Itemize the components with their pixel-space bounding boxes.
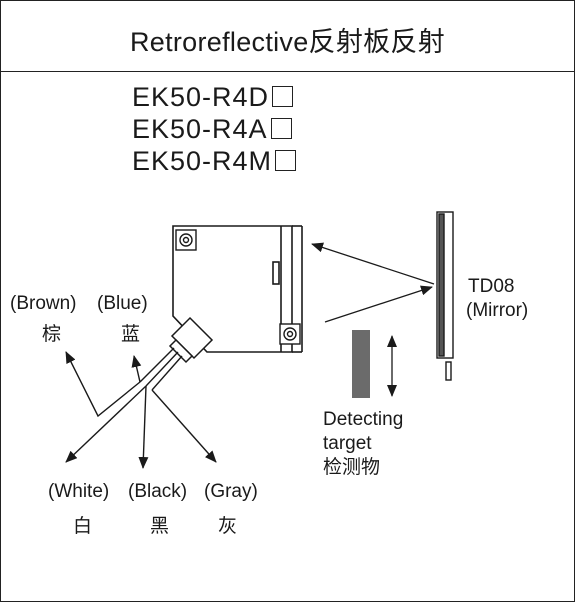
target-label-cn: 检测物: [323, 457, 381, 478]
screw-top-icon: [175, 229, 197, 251]
suffix-box-icon: [270, 118, 292, 139]
sensor-body: [172, 225, 303, 353]
diagram-title: Retroreflective反射板反射: [129, 27, 446, 57]
wire-label-white: (White): [48, 481, 110, 502]
wire-label-blue: (Blue): [97, 293, 148, 314]
model-name-2: EK50-R4A: [132, 114, 268, 144]
cable-gland: [168, 316, 214, 364]
wire-label-blue-cn: 蓝: [121, 324, 141, 345]
reflector-desc: (Mirror): [466, 300, 529, 321]
wire-label-black: (Black): [128, 481, 188, 502]
model-line-1: EK50-R4D: [132, 82, 294, 112]
wire-arrows: [65, 351, 217, 469]
screw-bottom-icon: [279, 323, 301, 345]
light-beam: [311, 242, 435, 323]
reflector-mirror: [436, 211, 454, 381]
wire-label-brown: (Brown): [10, 293, 77, 314]
target-label-line2: target: [323, 433, 372, 454]
wire-label-white-cn: 白: [73, 516, 93, 537]
model-name-1: EK50-R4D: [132, 82, 270, 112]
wire-label-black-cn: 黑: [150, 516, 170, 537]
wire-label-gray: (Gray): [204, 481, 258, 502]
wire-label-brown-cn: 棕: [42, 324, 62, 345]
model-line-3: EK50-R4M: [132, 146, 297, 176]
suffix-box-icon: [275, 150, 297, 171]
model-name-3: EK50-R4M: [132, 146, 273, 176]
wire-label-gray-cn: 灰: [218, 516, 238, 537]
detecting-target-block: [352, 330, 370, 398]
reflector-model: TD08: [468, 276, 515, 297]
cable-wires: [139, 347, 183, 391]
model-line-2: EK50-R4A: [132, 114, 292, 144]
suffix-box-icon: [272, 86, 294, 107]
target-label-line1: Detecting: [323, 409, 404, 430]
title-bar: [1, 1, 574, 72]
